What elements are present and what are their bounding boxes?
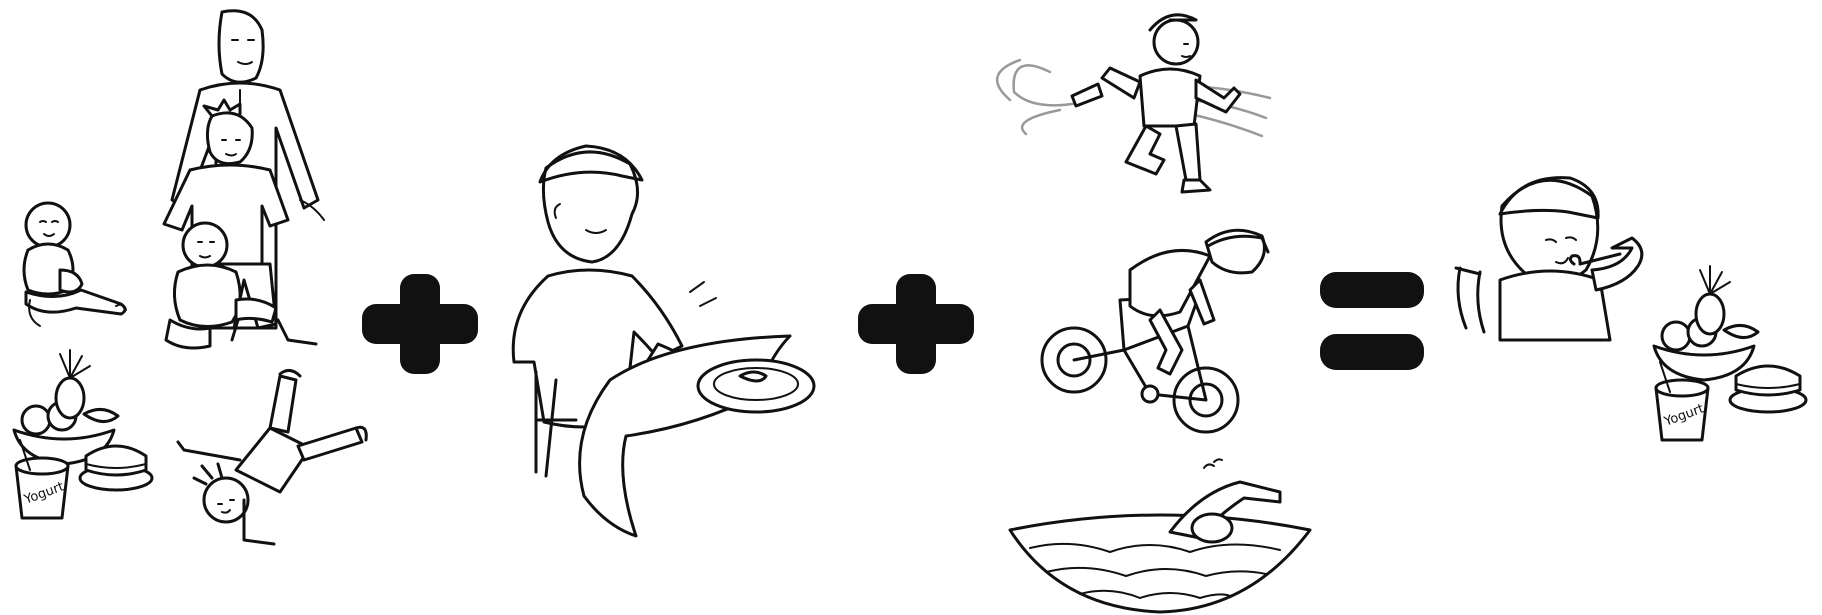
runner: [997, 15, 1270, 192]
cyclist: [1042, 230, 1268, 432]
cartwheel-kid: [178, 370, 366, 544]
boy-eating: [513, 146, 814, 536]
family-group: [164, 11, 324, 348]
swimmer: [1010, 459, 1310, 612]
healthy-food-right: Yogurt: [1654, 266, 1806, 440]
healthy-food-left: Yogurt: [14, 350, 152, 518]
healthy-child: [1456, 178, 1642, 340]
sandwich-left: [80, 446, 152, 490]
equals-operator: [1320, 272, 1424, 370]
baby-sitting: [24, 203, 126, 326]
plus-operator-2: [858, 274, 974, 374]
plus-operator-1: [362, 274, 478, 374]
sandwich-right: [1730, 366, 1806, 412]
